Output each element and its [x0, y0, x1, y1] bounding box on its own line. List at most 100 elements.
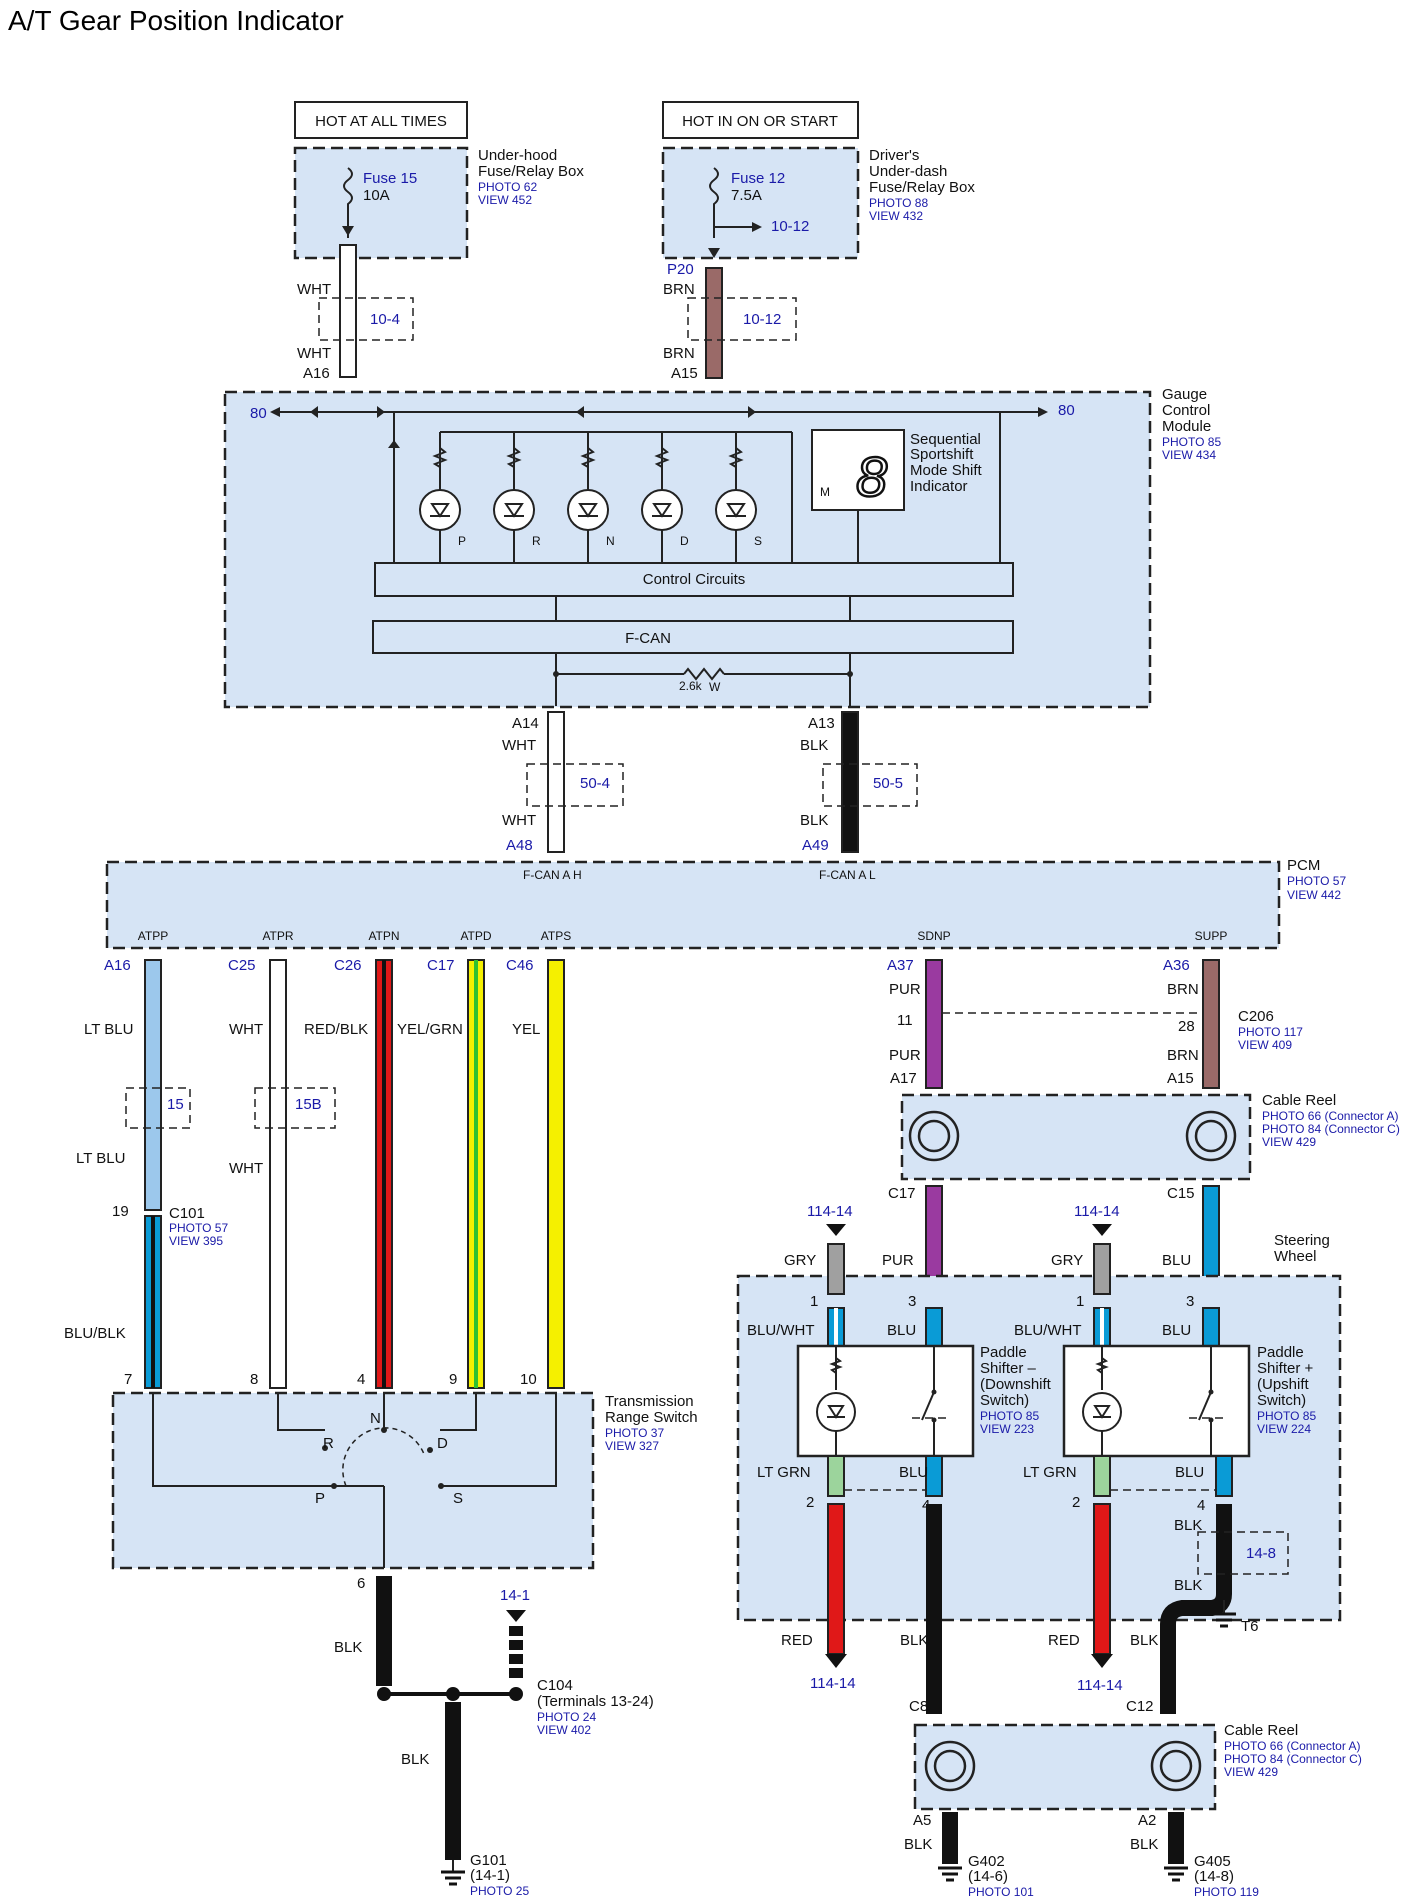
- trs-pos-r: R: [323, 1435, 334, 1452]
- hot-in-on-label: HOT IN ON OR START: [682, 113, 838, 130]
- wire-atpr: [254, 959, 336, 1389]
- bottom-red-left: RED: [781, 1632, 813, 1649]
- wire-atpn: [375, 959, 393, 1389]
- upshift-lamp-icon: [1082, 1346, 1122, 1456]
- down-pur: PUR: [882, 1252, 914, 1269]
- feed-left-ref: 10-4: [370, 311, 400, 328]
- blu-blk-color: BLU/BLK: [64, 1325, 126, 1342]
- steering-blk-1: BLK: [1174, 1517, 1202, 1534]
- supp-wire: [1202, 959, 1220, 1089]
- control-circuits-block: [374, 562, 1014, 597]
- trs-pos-s: S: [453, 1490, 463, 1507]
- pcm-fcan-h: F-CAN A H: [523, 868, 582, 882]
- gauge-right-ref: 80: [1058, 402, 1075, 419]
- lt-blu-color-2: LT BLU: [76, 1150, 125, 1167]
- up-pin-2: 2: [1072, 1494, 1080, 1511]
- pcm-pin-a16: A16: [104, 957, 131, 974]
- hot-in-on-box: [662, 101, 859, 139]
- led-d-icon: [641, 432, 683, 562]
- steering-ref-148: 14-8: [1246, 1545, 1276, 1562]
- down-name-1: Paddle: [980, 1344, 1027, 1361]
- gry-arrow-left-icon: [826, 1224, 846, 1236]
- pcm-name: PCM: [1287, 857, 1320, 874]
- g101-wire-color: BLK: [401, 1751, 429, 1768]
- underdash-view: VIEW 432: [869, 209, 923, 223]
- cable-reel-bottom: [913, 1723, 1217, 1811]
- underdash-label-1: Driver's: [869, 147, 919, 164]
- c206-right-color-1: BRN: [1167, 981, 1199, 998]
- feed-right-ref: 10-12: [743, 311, 781, 328]
- wht-ref: 15B: [295, 1096, 322, 1113]
- trs-out-pin: 6: [357, 1575, 365, 1592]
- fuse-12-branch-ref: 10-12: [771, 218, 809, 235]
- up-photo: PHOTO 85: [1257, 1409, 1316, 1423]
- indicator-label-4: Indicator: [910, 478, 968, 495]
- led-label-d: D: [680, 534, 689, 548]
- underhood-fuse-box: [293, 146, 469, 260]
- down-pin-3: 3: [908, 1293, 916, 1310]
- up-blu: BLU: [1162, 1322, 1191, 1339]
- pcm-sig-atps: ATPS: [541, 929, 571, 943]
- up-gry: GRY: [1051, 1252, 1083, 1269]
- reel-top-pin-left: C17: [888, 1185, 916, 1202]
- cable-reel-bottom-coil-left-icon: [924, 1740, 976, 1792]
- underhood-label-1: Under-hood: [478, 147, 557, 164]
- gear-leds: [419, 432, 757, 562]
- trs-view: VIEW 327: [605, 1439, 659, 1453]
- diagram-title: A/T Gear Position Indicator: [8, 5, 344, 36]
- wire-color-lt-blu: LT BLU: [84, 1021, 133, 1038]
- pcm-photo: PHOTO 57: [1287, 874, 1346, 888]
- led-label-s: S: [754, 534, 762, 548]
- cable-reel-bottom-coil-right-icon: [1150, 1740, 1202, 1792]
- wire-atpp: [125, 959, 191, 1389]
- feed-wire-right: [687, 267, 797, 379]
- steering-name-1: Steering: [1274, 1232, 1330, 1249]
- g101-photo: PHOTO 25: [470, 1884, 529, 1898]
- trs-name-1: Transmission: [605, 1393, 694, 1410]
- down-red-wire: [827, 1503, 845, 1655]
- c206-right-pin-2: A15: [1167, 1070, 1194, 1087]
- trs-pos-p: P: [315, 1490, 325, 1507]
- down-gry: GRY: [784, 1252, 816, 1269]
- gauge-name-3: Module: [1162, 418, 1211, 435]
- c104-photo: PHOTO 24: [537, 1710, 596, 1724]
- g405-name: G405: [1194, 1853, 1231, 1870]
- trs-ground-wire: [376, 1576, 392, 1686]
- wire-color-red-blk: RED/BLK: [304, 1021, 368, 1038]
- pcm-pin-c26: C26: [334, 957, 362, 974]
- g402-ground-icon: [938, 1866, 962, 1882]
- g101-wire: [445, 1702, 461, 1860]
- up-name-4: Switch): [1257, 1392, 1306, 1409]
- feed-left-pin: A16: [303, 365, 330, 382]
- down-name-3: (Downshift: [980, 1376, 1052, 1393]
- pcm-fcan-l: F-CAN A L: [819, 868, 876, 882]
- underhood-view: VIEW 452: [478, 193, 532, 207]
- c104-view: VIEW 402: [537, 1723, 591, 1737]
- up-blk-wire-bend: [1160, 1593, 1232, 1714]
- can-h-pin: A48: [506, 837, 533, 854]
- bottom-a5: A5: [913, 1812, 931, 1829]
- steering-ref-left: 114-14: [807, 1203, 853, 1220]
- c206-left-pin: 11: [897, 1012, 913, 1029]
- trs-pin-7: 7: [124, 1371, 132, 1388]
- gauge-control-module: [223, 390, 1152, 709]
- c101-photo: PHOTO 57: [169, 1221, 228, 1235]
- c206-view: VIEW 409: [1238, 1038, 1292, 1052]
- gauge-view: VIEW 434: [1162, 448, 1216, 462]
- up-blu-2: BLU: [1175, 1464, 1204, 1481]
- wire-atpd: [467, 959, 485, 1389]
- down-blu-wht: BLU/WHT: [747, 1322, 815, 1339]
- can-h-ref: 50-4: [580, 775, 610, 792]
- upshift-switch-icon: [1189, 1346, 1224, 1456]
- up-view: VIEW 224: [1257, 1422, 1311, 1436]
- steering-name-2: Wheel: [1274, 1248, 1317, 1265]
- reel-bottom-photo-2: PHOTO 84 (Connector C): [1224, 1752, 1362, 1766]
- resistor-value: 2.6k: [679, 679, 703, 693]
- c101-pin: 19: [112, 1203, 129, 1220]
- gry-arrow-right-icon: [1092, 1224, 1112, 1236]
- pcm-pin-a37: A37: [887, 957, 914, 974]
- can-low-wire: [841, 711, 859, 853]
- can-l-pin: A49: [802, 837, 829, 854]
- pcm-sig-atpd: ATPD: [460, 929, 491, 943]
